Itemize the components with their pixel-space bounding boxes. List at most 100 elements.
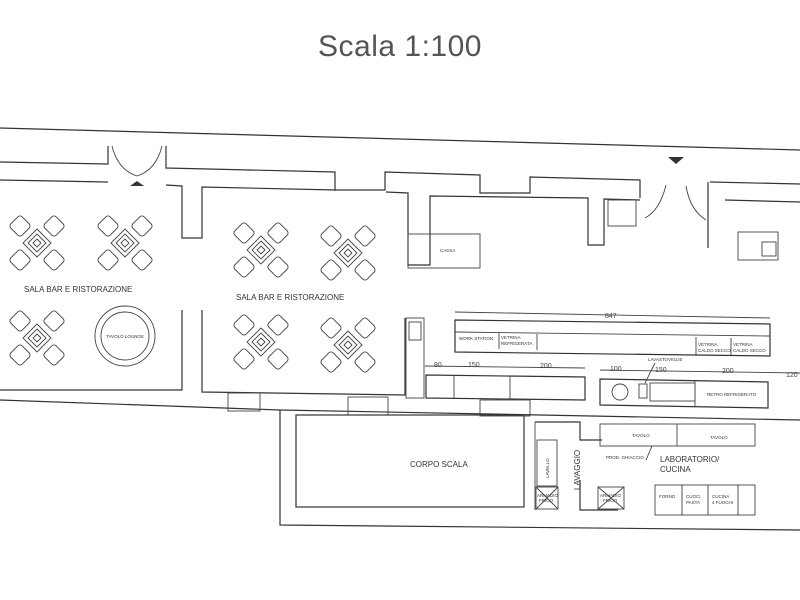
walls (0, 127, 800, 531)
vetrina-caldo-2-label: VETRINA (733, 342, 753, 347)
chair (131, 215, 153, 237)
corpo-scala-label: CORPO SCALA (410, 460, 468, 469)
table-3[interactable] (233, 222, 290, 279)
table-top (27, 328, 47, 348)
cucina-label: CUCINA (660, 465, 691, 474)
cucina-label-1: CUCINA (712, 494, 729, 499)
table-top (120, 238, 130, 248)
table-top (338, 243, 358, 263)
dim-5: 150 (655, 367, 667, 374)
laboratorio-label: LABORATORIO/ (660, 455, 720, 464)
dim-4: 100 (610, 366, 622, 373)
table-5[interactable] (9, 310, 66, 367)
table-top (256, 245, 266, 255)
tavolo-2-label: TAVOLO (710, 435, 728, 440)
table-4[interactable] (320, 225, 377, 282)
kitchen: TAVOLO TAVOLO PROD. GHIACCIO LABORATORIO… (535, 423, 756, 516)
table-6[interactable] (233, 314, 290, 371)
lavaggio-label: LAVAGGIO (573, 450, 582, 490)
armadio-frigo-2-label-2: FRIGO (603, 498, 618, 503)
cuoci-pasta-label-2: PASTA (686, 500, 700, 505)
table-top (32, 333, 42, 343)
chair (43, 249, 65, 271)
cassa-label: CASSA (440, 248, 455, 253)
vetrina-caldo-1-label-2: CALDO SECCO (698, 348, 731, 353)
lavello-label: LAVELLO (545, 458, 550, 478)
table-top (22, 323, 52, 353)
chair (9, 215, 31, 237)
chair (9, 344, 31, 366)
tavolo-lounge-label: TAVOLO LOUNGE (106, 334, 144, 339)
dimensions: 80 150 200 100 150 200 120 (424, 362, 800, 379)
back-counter: LAVASTOVIGLIE RETRO REFRIGERATO (425, 357, 769, 417)
vetrina-caldo-2-label-2: CALDO SECCO (733, 348, 766, 353)
chair (97, 215, 119, 237)
table-top (333, 330, 363, 360)
chair (354, 351, 376, 373)
vetrina-caldo-1-label: VETRINA (698, 342, 718, 347)
dim-7: 120 (786, 372, 798, 379)
scale-title: Scala 1:100 (318, 30, 482, 63)
chair (233, 222, 255, 244)
chair (267, 314, 289, 336)
tables-group (9, 215, 377, 374)
table-top (115, 233, 135, 253)
chair (233, 348, 255, 370)
bar-counter: 847 WORK STATION VETRINA REFRIGERATA VET… (405, 311, 771, 399)
chair (43, 215, 65, 237)
table-top (343, 248, 353, 258)
table-top (246, 235, 276, 265)
forno-label: FORNO (659, 494, 676, 499)
sala-right-label: SALA BAR E RISTORAZIONE (236, 293, 344, 302)
chair (233, 256, 255, 278)
dim-6: 200 (722, 368, 734, 375)
sala-left-label: SALA BAR E RISTORAZIONE (24, 285, 132, 294)
dim-1: 80 (434, 362, 442, 369)
prod-ghiaccio-label: PROD. GHIACCIO (606, 455, 644, 460)
cucina-label-2: 4 FUOCHI (712, 500, 733, 505)
lavastoviglie-label: LAVASTOVIGLIE (648, 357, 683, 362)
chair (320, 351, 342, 373)
entrance-door[interactable] (111, 145, 163, 186)
table-top (333, 238, 363, 268)
table-top (22, 228, 52, 258)
chair (9, 249, 31, 271)
armadio-frigo-1-label-2: FRIGO (539, 498, 554, 503)
table-2[interactable] (97, 215, 154, 272)
table-1[interactable] (9, 215, 66, 272)
table-top (110, 228, 140, 258)
dim-3: 200 (540, 363, 552, 370)
chair (320, 225, 342, 247)
chair (233, 314, 255, 336)
chair (43, 344, 65, 366)
chair (267, 256, 289, 278)
chair (43, 310, 65, 332)
armadio-frigo-2-label: ARMADIO (600, 493, 622, 498)
vetrina-refrigerata-label-2: REFRIGERATA (501, 341, 532, 346)
table-top (251, 240, 271, 260)
table-top (246, 327, 276, 357)
table-top (27, 233, 47, 253)
lounge-table[interactable]: TAVOLO LOUNGE (94, 305, 156, 367)
chair (320, 259, 342, 281)
table-top (256, 337, 266, 347)
vetrina-refrigerata-label: VETRINA (501, 335, 521, 340)
tavolo-1-label: TAVOLO (632, 433, 650, 438)
table-top (251, 332, 271, 352)
dim-total: 847 (605, 313, 617, 320)
retro-refrigerato-label: RETRO REFRIGERATO (707, 392, 757, 397)
chair (267, 348, 289, 370)
dim-2: 150 (468, 362, 480, 369)
chair (354, 259, 376, 281)
chair (267, 222, 289, 244)
table-7[interactable] (320, 317, 377, 374)
table-top (338, 335, 358, 355)
service-door[interactable] (644, 157, 707, 221)
cassa: CASSA (407, 233, 481, 269)
table-top (32, 238, 42, 248)
armadio-frigo-1-label: ARMADIO (537, 493, 559, 498)
chair (354, 225, 376, 247)
cuoci-pasta-label: CUOCI (686, 494, 701, 499)
chair (131, 249, 153, 271)
